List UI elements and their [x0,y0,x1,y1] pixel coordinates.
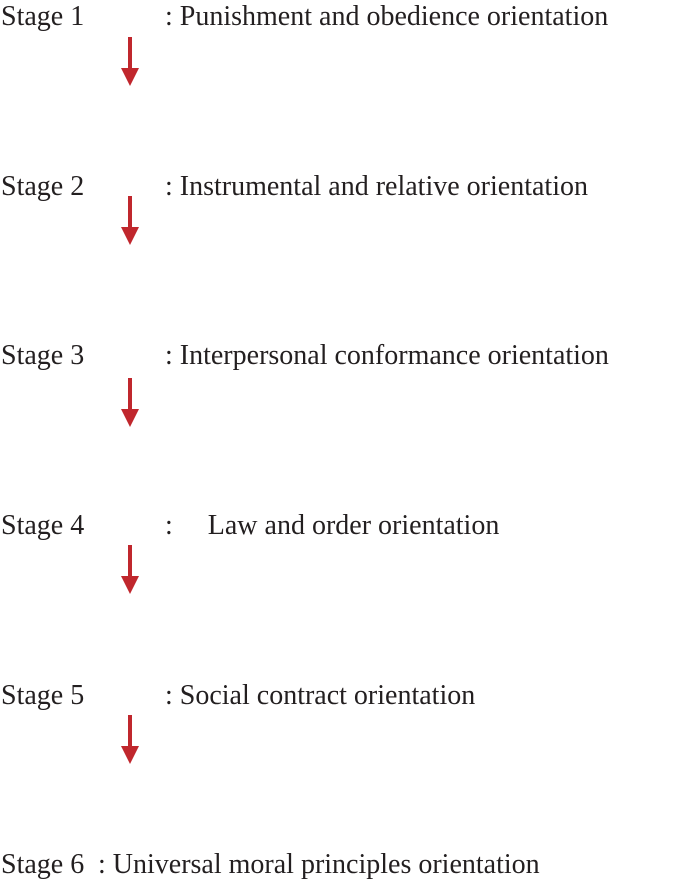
stage-6-description: : Universal moral principles orientation [98,849,540,880]
down-arrow-icon [121,715,139,764]
stage-6-label: Stage 6 [1,849,85,880]
stage-4-label: Stage 4 [1,510,85,541]
stage-5-description: : Social contract orientation [165,680,476,711]
down-arrow-icon [121,196,139,245]
stage-1-label: Stage 1 [1,1,85,32]
stage-3-description: : Interpersonal conformance orientation [165,340,609,371]
down-arrow-icon [121,37,139,86]
stage-4-description: : Law and order orientation [165,510,500,541]
stage-1-description: : Punishment and obedience orientation [165,1,609,32]
stage-3-label: Stage 3 [1,340,85,371]
stage-2-description: : Instrumental and relative orientation [165,171,588,202]
down-arrow-icon [121,378,139,427]
stage-2-label: Stage 2 [1,171,85,202]
stage-5-label: Stage 5 [1,680,85,711]
down-arrow-icon [121,545,139,594]
